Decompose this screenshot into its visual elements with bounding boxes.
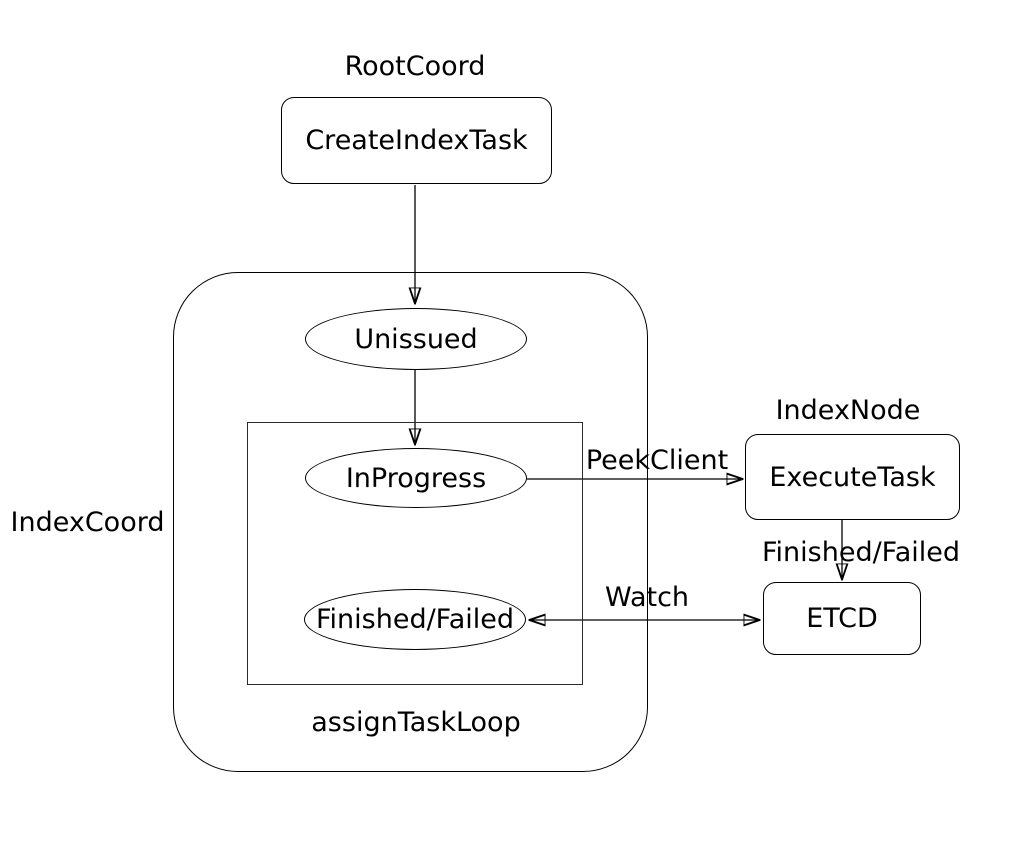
indexcoord-container: [173, 272, 648, 772]
node-execute-task-label: ExecuteTask: [769, 461, 936, 493]
node-finished-failed-label: Finished/Failed: [315, 604, 515, 635]
node-etcd-label: ETCD: [806, 603, 878, 634]
node-unissued-label: Unissued: [354, 323, 478, 355]
assigntaskloop-label: assignTaskLoop: [311, 707, 521, 738]
node-in-progress: InProgress: [305, 448, 527, 508]
indexcoord-label: IndexCoord: [10, 507, 165, 538]
node-in-progress-label: InProgress: [345, 462, 487, 494]
node-etcd: ETCD: [763, 582, 921, 655]
node-create-index-task-label: CreateIndexTask: [305, 125, 528, 156]
rootcoord-label: RootCoord: [344, 51, 486, 82]
assigntaskloop-container: [247, 422, 583, 685]
edge-label-finished-failed: Finished/Failed: [761, 537, 961, 568]
node-create-index-task: CreateIndexTask: [281, 97, 552, 184]
node-execute-task: ExecuteTask: [745, 434, 960, 520]
node-finished-failed: Finished/Failed: [304, 589, 526, 650]
indexnode-label: IndexNode: [775, 395, 921, 426]
node-unissued: Unissued: [305, 308, 527, 370]
edge-label-peekclient: PeekClient: [585, 445, 729, 476]
edge-label-watch: Watch: [604, 582, 690, 613]
